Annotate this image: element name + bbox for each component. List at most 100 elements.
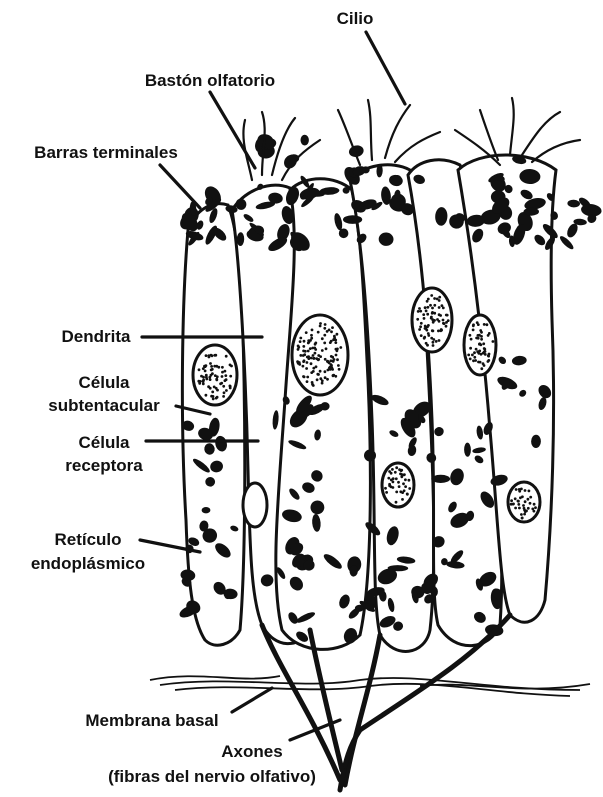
chromatin-dot — [330, 355, 333, 358]
leader-barras — [160, 165, 200, 208]
chromatin-dot — [312, 354, 315, 357]
chromatin-dot — [426, 326, 429, 329]
chromatin-dot — [522, 504, 525, 507]
chromatin-dot — [331, 326, 334, 329]
chromatin-dot — [391, 468, 394, 471]
chromatin-dot — [202, 379, 205, 382]
chromatin-dot — [305, 367, 308, 370]
chromatin-dot — [424, 306, 427, 309]
chromatin-dot — [533, 503, 536, 506]
chromatin-dot — [302, 345, 305, 348]
leader-membrana — [232, 688, 272, 712]
chromatin-dot — [229, 375, 232, 378]
chromatin-dot — [510, 503, 513, 506]
chromatin-dot — [333, 337, 336, 340]
chromatin-dot — [395, 491, 398, 494]
chromatin-dot — [229, 387, 232, 390]
chromatin-dot — [339, 346, 342, 349]
chromatin-dot — [335, 354, 338, 357]
chromatin-dot — [211, 354, 214, 357]
chromatin-dot — [336, 333, 339, 336]
chromatin-dot — [210, 365, 213, 368]
label-reticulo-1: Retículo — [54, 530, 121, 549]
chromatin-dot — [212, 398, 215, 401]
chromatin-dot — [438, 306, 441, 309]
chromatin-dot — [523, 513, 526, 516]
chromatin-dot — [331, 368, 334, 371]
chromatin-dot — [433, 304, 436, 307]
chromatin-dot — [329, 341, 332, 344]
chromatin-dot — [225, 355, 228, 358]
chromatin-dot — [438, 299, 441, 302]
chromatin-dot — [510, 499, 513, 502]
chromatin-dot — [443, 322, 446, 325]
chromatin-dot — [483, 323, 486, 326]
chromatin-dot — [521, 495, 524, 498]
chromatin-dot — [323, 342, 326, 345]
chromatin-dot — [420, 334, 423, 337]
chromatin-dot — [323, 327, 326, 330]
chromatin-dot — [326, 360, 329, 363]
chromatin-dot — [317, 331, 320, 334]
chromatin-dot — [520, 513, 523, 516]
chromatin-dot — [299, 340, 302, 343]
chromatin-dot — [423, 337, 426, 340]
chromatin-dot — [492, 340, 495, 343]
chromatin-dot — [517, 500, 520, 503]
chromatin-dot — [478, 350, 481, 353]
chromatin-dot — [324, 370, 327, 373]
chromatin-dot — [440, 329, 443, 332]
label-receptora-1: Célula — [78, 433, 130, 452]
chromatin-dot — [438, 339, 441, 342]
chromatin-dot — [210, 369, 213, 372]
chromatin-dot — [482, 362, 485, 365]
chromatin-dot — [316, 378, 319, 381]
chromatin-dot — [302, 354, 305, 357]
chromatin-dot — [416, 318, 419, 321]
chromatin-dot — [480, 338, 483, 341]
label-axones-1: Axones — [221, 742, 282, 761]
chromatin-dot — [524, 489, 527, 492]
organelle — [567, 199, 580, 207]
chromatin-dot — [384, 487, 387, 490]
chromatin-dot — [209, 387, 212, 390]
chromatin-dot — [325, 347, 328, 350]
chromatin-dot — [297, 345, 300, 348]
chromatin-dot — [442, 319, 445, 322]
chromatin-dot — [472, 359, 475, 362]
chromatin-dot — [224, 379, 227, 382]
chromatin-dot — [336, 348, 339, 351]
chromatin-dot — [224, 374, 227, 377]
chromatin-dot — [473, 351, 476, 354]
chromatin-dot — [312, 370, 315, 373]
chromatin-dot — [422, 313, 425, 316]
chromatin-dot — [445, 325, 448, 328]
chromatin-dot — [215, 365, 218, 368]
chromatin-dot — [472, 324, 475, 327]
nucleus-lower-center — [382, 463, 414, 507]
chromatin-dot — [430, 294, 433, 297]
chromatin-dot — [436, 318, 439, 321]
chromatin-dot — [401, 498, 404, 501]
label-receptora-2: receptora — [65, 456, 143, 475]
chromatin-dot — [432, 344, 435, 347]
chromatin-dot — [469, 358, 472, 361]
chromatin-dot — [431, 307, 434, 310]
chromatin-dot — [469, 334, 472, 337]
chromatin-dot — [306, 361, 309, 364]
chromatin-dot — [487, 360, 490, 363]
chromatin-dot — [437, 330, 440, 333]
chromatin-dot — [425, 342, 428, 345]
chromatin-dot — [514, 507, 517, 510]
chromatin-dot — [439, 314, 442, 317]
chromatin-dot — [204, 370, 207, 373]
organelle — [558, 234, 575, 251]
chromatin-dot — [419, 310, 422, 313]
chromatin-dot — [467, 354, 470, 357]
chromatin-dot — [319, 377, 322, 380]
chromatin-dot — [394, 471, 397, 474]
chromatin-dot — [319, 322, 322, 325]
chromatin-dot — [297, 348, 300, 351]
chromatin-dot — [327, 369, 330, 372]
